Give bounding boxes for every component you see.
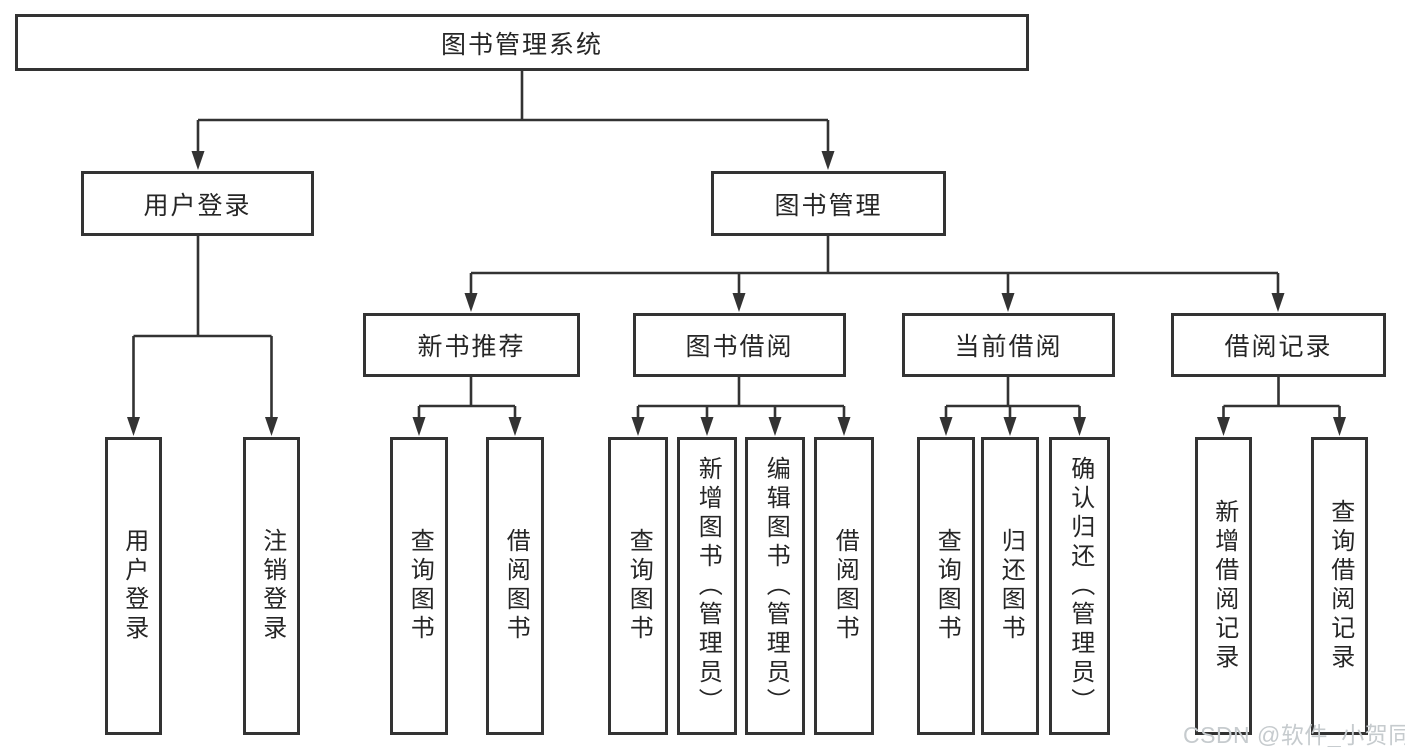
connector-borrowing-records-to-leaves [1217,377,1346,436]
leaf-label: 查询借阅记录 [1326,499,1354,673]
leaf-logout-login: 注销登录 [243,437,300,735]
leaf-label: 新增图书（管理员） [694,455,722,717]
leaf-label: 归还图书 [997,528,1025,644]
csdn-watermark: CSDN @软件_小贺同学 [1183,722,1405,747]
connector-current-borrowing-to-leaves [939,377,1086,436]
connector-new-book-to-leaves [412,377,522,436]
leaf-label: 注销登录 [258,528,286,644]
leaf-label: 编辑图书（管理员） [762,455,790,717]
leaf-label: 用户登录 [120,528,148,644]
leaf-borrow-books-borrowing: 借阅图书 [814,437,874,735]
leaf-query-borrow-record: 查询借阅记录 [1311,437,1368,735]
leaf-return-books: 归还图书 [981,437,1039,735]
leaf-label: 借阅图书 [502,528,530,644]
node-current-borrowing: 当前借阅 [902,313,1115,377]
leaf-label: 查询图书 [625,528,653,644]
leaf-query-books-borrowing: 查询图书 [608,437,668,735]
leaf-user-login: 用户登录 [105,437,162,735]
node-borrowing-records: 借阅记录 [1171,313,1386,377]
leaf-label: 借阅图书 [831,528,859,644]
node-new-book-recommendation: 新书推荐 [363,313,580,377]
leaf-label: 确认归还（管理员） [1066,455,1094,717]
leaf-add-borrow-record: 新增借阅记录 [1195,437,1252,735]
node-library-management-system: 图书管理系统 [15,14,1029,71]
leaf-query-books-current: 查询图书 [917,437,975,735]
leaf-confirm-return-admin: 确认归还（管理员） [1049,437,1110,735]
connector-book-management-to-level3 [464,236,1285,312]
leaf-label: 查询图书 [933,528,961,644]
connector-user-login-to-leaves [127,236,278,436]
leaf-label: 查询图书 [406,528,434,644]
node-book-management: 图书管理 [711,171,946,236]
leaf-label: 新增借阅记录 [1210,499,1238,673]
leaf-query-books-recommend: 查询图书 [390,437,448,735]
leaf-edit-books-admin: 编辑图书（管理员） [745,437,805,735]
connector-book-borrowing-to-leaves [631,377,851,436]
leaf-add-books-admin: 新增图书（管理员） [677,437,737,735]
node-user-login: 用户登录 [81,171,314,236]
node-book-borrowing: 图书借阅 [633,313,846,377]
connector-root-to-level2 [191,71,835,170]
leaf-borrow-books-recommend: 借阅图书 [486,437,544,735]
